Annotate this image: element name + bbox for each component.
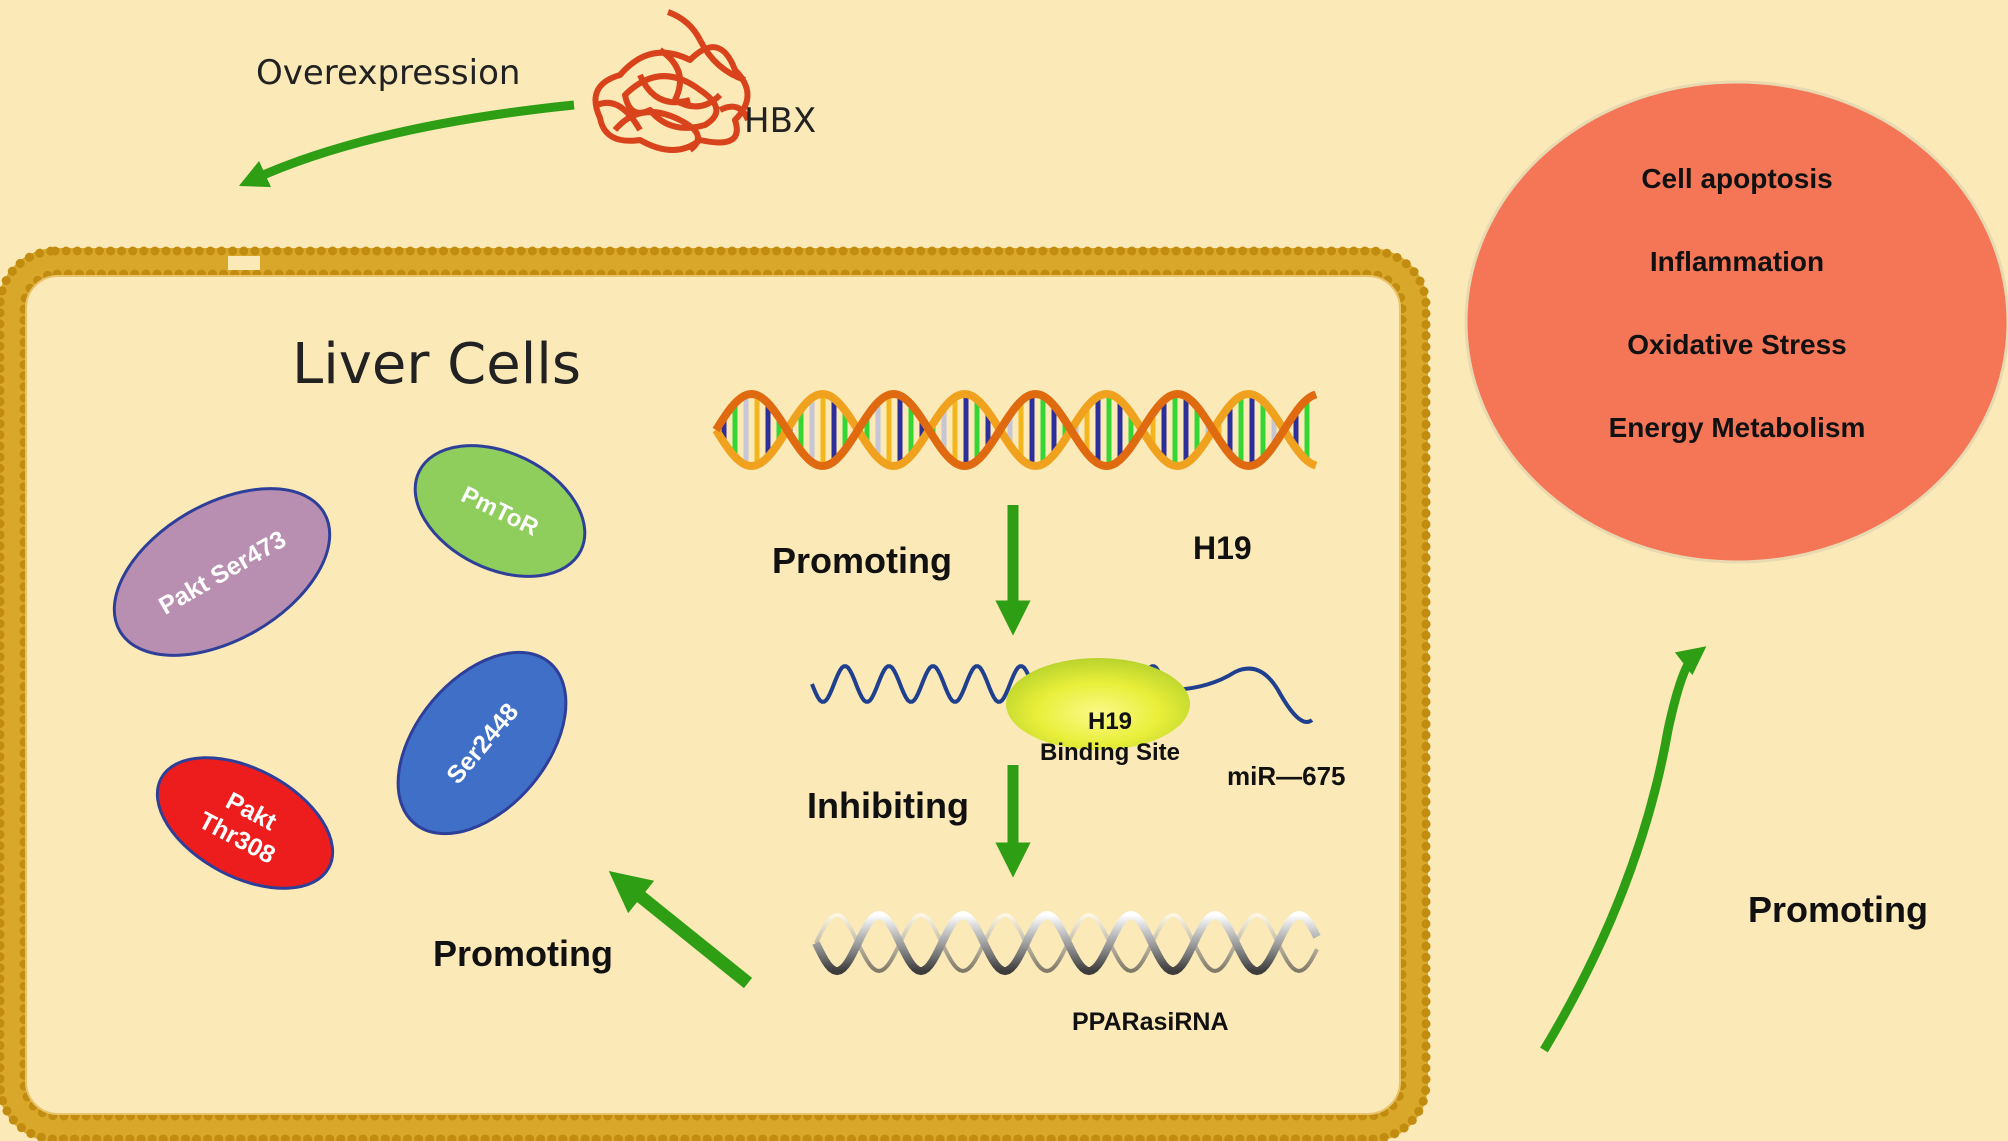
binding-site-ellipse <box>1006 658 1190 750</box>
ppar-sirna-label: PPARasiRNA <box>1072 1008 1229 1036</box>
promoting-arrow-right <box>1540 646 1707 1053</box>
inhibiting-label: Inhibiting <box>807 785 969 826</box>
mir-675-label: miR—675 <box>1227 761 1346 791</box>
mir-675-strand: H19 Binding Site <box>810 658 1314 766</box>
hbx-group: Overexpression HBX <box>238 9 816 188</box>
outcome-item: Oxidative Stress <box>1627 329 1846 360</box>
pmtor-protein: PmToR <box>413 444 587 578</box>
outcome-item: Cell apoptosis <box>1641 163 1832 194</box>
outcome-item: Energy Metabolism <box>1609 412 1866 443</box>
overexpression-arrow <box>238 100 575 188</box>
promoting-label-top: Promoting <box>772 540 952 581</box>
promoting-label-left: Promoting <box>433 933 613 974</box>
liver-cells-title: Liver Cells <box>292 332 581 397</box>
pakt-thr308-protein: Pakt Thr308 <box>155 756 335 890</box>
binding-site-label-line2: Binding Site <box>1040 739 1180 766</box>
ppar-sirna-helix-icon <box>812 910 1321 976</box>
hbx-label: HBX <box>744 101 816 141</box>
overexpression-label: Overexpression <box>256 53 520 93</box>
ser2448-protein: Ser2448 <box>396 650 568 836</box>
binding-site-label-line1: H19 <box>1088 708 1132 735</box>
cell-membrane <box>0 246 1431 1141</box>
pakt-ser473-protein: Pakt Ser473 <box>112 487 332 657</box>
promoting-label-right: Promoting <box>1748 889 1928 930</box>
h19-label: H19 <box>1193 530 1252 566</box>
hbx-protein-icon <box>592 9 751 153</box>
promoting-arrow-left <box>608 870 753 989</box>
outcome-item: Inflammation <box>1650 246 1824 277</box>
h19-dna-helix-icon <box>712 389 1318 471</box>
